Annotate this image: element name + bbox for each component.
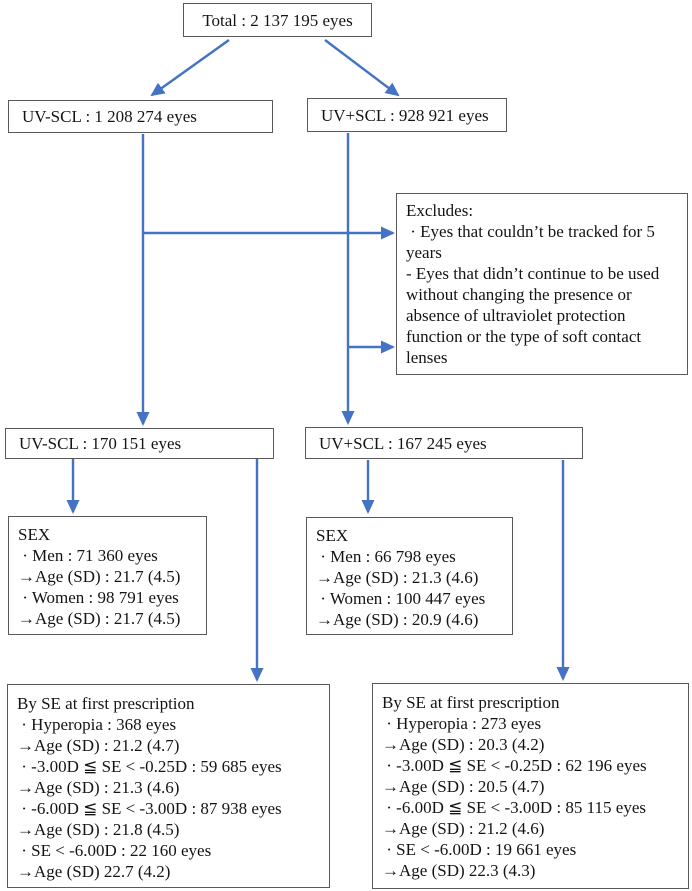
se-uv-minus-line: →Age (SD) : 21.3 (4.6) bbox=[17, 778, 180, 797]
excludes-line: lenses bbox=[406, 348, 448, 367]
sex-uv-plus-line: SEX bbox=[316, 526, 349, 545]
sex-uv-minus-line: →Age (SD) : 21.7 (4.5) bbox=[18, 567, 181, 586]
total-label: Total : 2 137 195 eyes bbox=[202, 10, 353, 30]
excludes-line: years bbox=[406, 243, 442, 262]
sex-uv-minus-line: · Women : 98 791 eyes bbox=[18, 588, 179, 607]
uv-plus-final-box: UV+SCL : 167 245 eyes bbox=[305, 427, 583, 459]
excludes-line: Excludes: bbox=[406, 201, 474, 220]
se-uv-plus-line: →Age (SD) : 20.5 (4.7) bbox=[382, 777, 545, 796]
se-uv-minus-box: By SE at first prescription · Hyperopia … bbox=[7, 684, 330, 888]
se-uv-minus-line: →Age (SD) : 21.8 (4.5) bbox=[17, 820, 180, 839]
se-uv-plus-line: · -6.00D ≦ SE < -3.00D : 85 115 eyes bbox=[382, 798, 647, 817]
sex-uv-plus-line: →Age (SD) : 21.3 (4.6) bbox=[316, 568, 479, 587]
uv-minus-final-box: UV-SCL : 170 151 eyes bbox=[5, 428, 274, 459]
total-box: Total : 2 137 195 eyes bbox=[183, 3, 372, 37]
se-uv-plus-line: →Age (SD) : 20.3 (4.2) bbox=[382, 735, 545, 754]
se-uv-plus-line: →Age (SD) : 21.2 (4.6) bbox=[382, 819, 545, 838]
sex-uv-minus-line: · Men : 71 360 eyes bbox=[18, 546, 158, 565]
se-uv-plus-line: · SE < -6.00D : 19 661 eyes bbox=[382, 840, 577, 859]
sex-uv-plus-line: · Women : 100 447 eyes bbox=[316, 589, 486, 608]
sex-uv-plus-line: · Men : 66 798 eyes bbox=[316, 547, 456, 566]
se-uv-minus-line: →Age (SD) : 21.2 (4.7) bbox=[17, 736, 180, 755]
se-uv-minus-line: · -6.00D ≦ SE < -3.00D : 87 938 eyes bbox=[17, 799, 282, 818]
se-uv-plus-line: · Hyperopia : 273 eyes bbox=[382, 714, 542, 733]
se-uv-minus-line: · -3.00D ≦ SE < -0.25D : 59 685 eyes bbox=[17, 757, 282, 776]
se-uv-minus-line: By SE at first prescription bbox=[17, 694, 195, 713]
sex-uv-minus-box: SEX · Men : 71 360 eyes →Age (SD) : 21.7… bbox=[8, 516, 207, 635]
se-uv-plus-line: · -3.00D ≦ SE < -0.25D : 62 196 eyes bbox=[382, 756, 647, 775]
excludes-line: without changing the presence or bbox=[406, 285, 632, 304]
excludes-line: function or the type of soft contact bbox=[406, 327, 642, 346]
uv-plus-initial-label: UV+SCL : 928 921 eyes bbox=[321, 105, 489, 125]
se-uv-minus-line: · Hyperopia : 368 eyes bbox=[17, 715, 177, 734]
sex-uv-plus-box: SEX · Men : 66 798 eyes →Age (SD) : 21.3… bbox=[306, 517, 513, 635]
uv-minus-initial-label: UV-SCL : 1 208 274 eyes bbox=[22, 107, 197, 126]
sex-uv-minus-line: SEX bbox=[18, 525, 51, 544]
excludes-line: absence of ultraviolet protection bbox=[406, 306, 626, 325]
se-uv-minus-line: · SE < -6.00D : 22 160 eyes bbox=[17, 841, 212, 860]
se-uv-minus-line: →Age (SD) 22.7 (4.2) bbox=[17, 862, 171, 881]
arrow-total-to-uv-plus bbox=[324, 39, 400, 97]
se-uv-plus-line: →Age (SD) 22.3 (4.3) bbox=[382, 861, 536, 880]
uv-minus-initial-box: UV-SCL : 1 208 274 eyes bbox=[8, 100, 273, 133]
excludes-line: · Eyes that couldn’t be tracked for 5 bbox=[406, 222, 655, 241]
uv-plus-initial-box: UV+SCL : 928 921 eyes bbox=[307, 98, 507, 132]
excludes-line: - Eyes that didn’t continue to be used bbox=[406, 264, 660, 283]
arrow-total-to-uv-minus bbox=[150, 39, 230, 97]
uv-plus-final-label: UV+SCL : 167 245 eyes bbox=[319, 433, 487, 453]
sex-uv-plus-line: →Age (SD) : 20.9 (4.6) bbox=[316, 610, 479, 629]
excludes-box: Excludes: · Eyes that couldn’t be tracke… bbox=[396, 193, 688, 375]
se-uv-plus-line: By SE at first prescription bbox=[382, 693, 560, 712]
uv-minus-final-label: UV-SCL : 170 151 eyes bbox=[19, 434, 182, 453]
se-uv-plus-box: By SE at first prescription · Hyperopia … bbox=[372, 683, 689, 889]
sex-uv-minus-line: →Age (SD) : 21.7 (4.5) bbox=[18, 609, 181, 628]
